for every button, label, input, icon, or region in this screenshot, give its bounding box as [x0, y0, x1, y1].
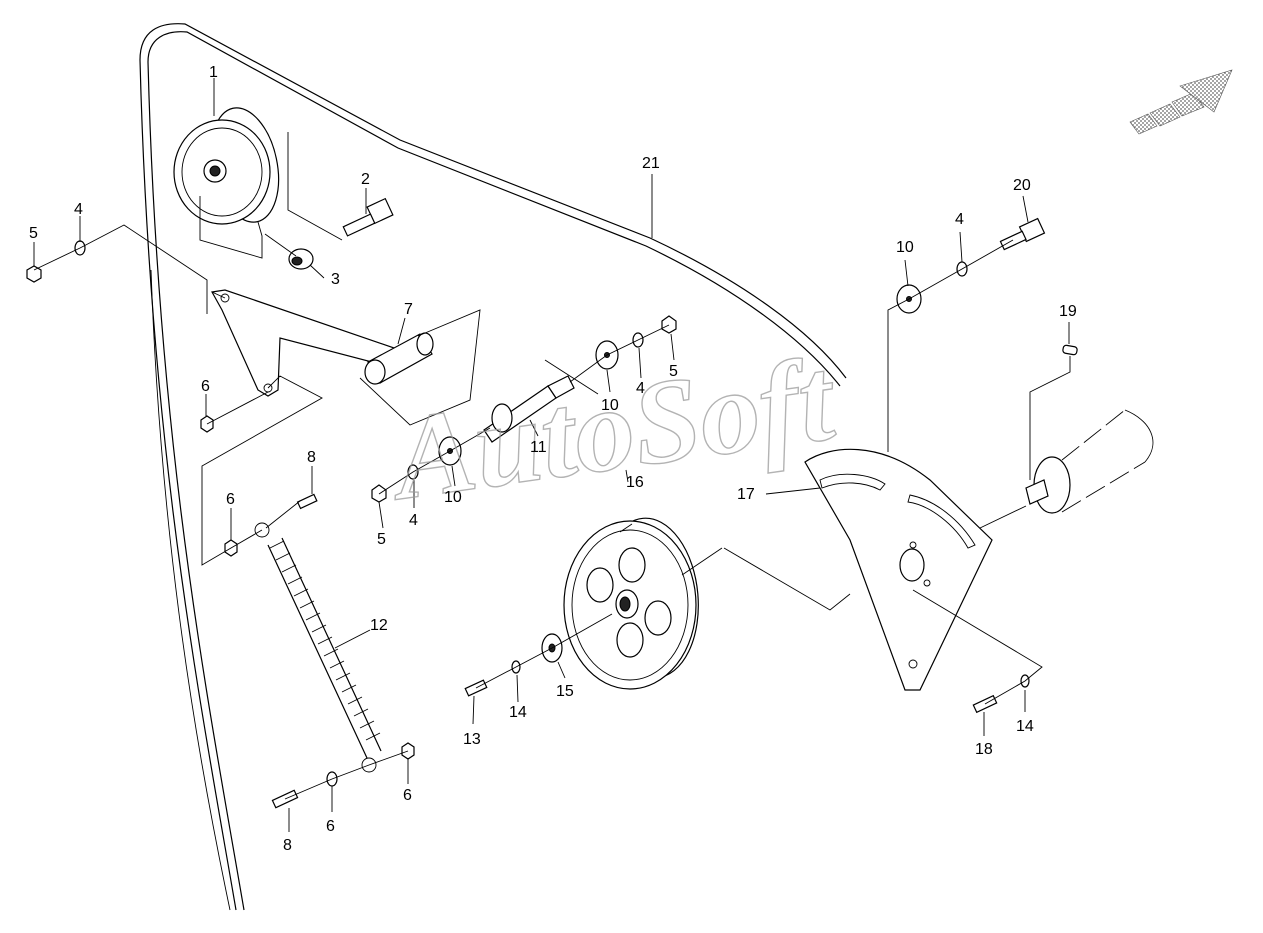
callout-12: 12 — [370, 617, 388, 634]
callout-5: 5 — [669, 363, 678, 380]
tension-arm — [211, 289, 401, 397]
callout-8: 8 — [283, 837, 292, 854]
drive-pulley — [563, 517, 699, 690]
bolt-2 — [342, 197, 394, 237]
callout-4: 4 — [636, 380, 645, 397]
spacer-3 — [288, 248, 314, 270]
callout-8: 8 — [307, 449, 316, 466]
tension-spring — [254, 522, 382, 773]
callout-14: 14 — [509, 704, 527, 721]
callout-6: 6 — [201, 378, 210, 395]
callout-3: 3 — [331, 271, 340, 288]
callout-6: 6 — [403, 787, 412, 804]
callout-11: 11 — [530, 439, 547, 456]
assembly-lines — [33, 132, 1071, 800]
callout-16: 16 — [626, 474, 644, 491]
callout-4: 4 — [74, 201, 83, 218]
key-19 — [1062, 344, 1078, 356]
callout-5: 5 — [29, 225, 38, 242]
callout-1: 1 — [209, 64, 218, 81]
callout-7: 7 — [404, 301, 413, 318]
motor — [1025, 409, 1154, 514]
callout-6: 6 — [226, 491, 235, 508]
front-arrow-icon — [1129, 69, 1233, 135]
callout-13: 13 — [463, 731, 481, 748]
v-belt — [139, 23, 847, 911]
callout-17: 17 — [737, 486, 755, 503]
motor-bracket — [804, 448, 993, 691]
idler-pulley — [173, 107, 280, 225]
callout-5: 5 — [377, 531, 386, 548]
callout-4: 4 — [409, 512, 418, 529]
callout-10: 10 — [601, 397, 619, 414]
callout-2: 2 — [361, 171, 370, 188]
callout-15: 15 — [556, 683, 574, 700]
callout-10: 10 — [896, 239, 914, 256]
callout-21: 21 — [642, 155, 660, 172]
shaft-11 — [483, 375, 575, 443]
callout-20: 20 — [1013, 177, 1031, 194]
callout-14: 14 — [1016, 718, 1034, 735]
callout-10: 10 — [444, 489, 462, 506]
callout-18: 18 — [975, 741, 993, 758]
leader-lines — [33, 78, 1070, 832]
bolt-20 — [999, 217, 1046, 251]
callout-19: 19 — [1059, 303, 1077, 320]
sleeve-7 — [364, 332, 434, 385]
callout-6: 6 — [326, 818, 335, 835]
callout-labels: 1 2 3 4 5 6 7 8 6 12 8 6 6 10 4 5 11 10 … — [29, 64, 1077, 854]
callout-4: 4 — [955, 211, 964, 228]
